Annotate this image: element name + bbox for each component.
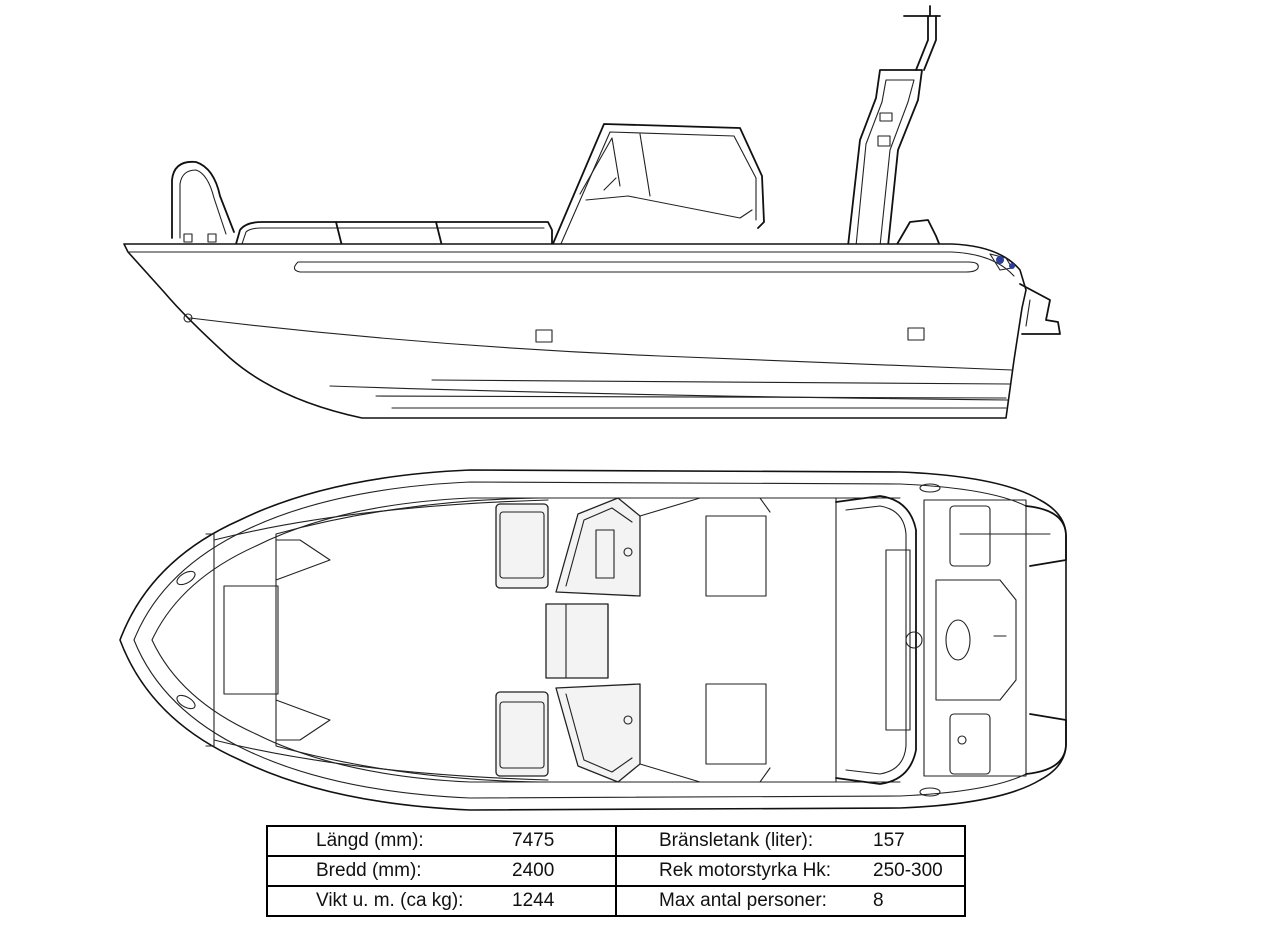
- spec-value: 250-300: [873, 860, 943, 881]
- spec-row: Bränsletank (liter): 157: [617, 827, 964, 855]
- spec-label: Max antal personer:: [659, 890, 827, 911]
- windshield: [552, 124, 764, 246]
- spec-label: Bränsletank (liter):: [659, 830, 814, 851]
- spec-value: 157: [873, 830, 905, 851]
- spec-label: Längd (mm):: [316, 830, 424, 851]
- spec-row: Max antal personer: 8: [617, 885, 964, 915]
- top-view: [120, 470, 1066, 810]
- spec-value: 2400: [512, 860, 555, 881]
- deck-hatch: [706, 684, 766, 764]
- bow-rail: [172, 162, 552, 246]
- stern-platform: [990, 254, 1060, 334]
- hull: [124, 244, 1026, 418]
- spec-row: Vikt u. m. (ca kg): 1244: [268, 885, 615, 915]
- stern-deck: [920, 484, 1066, 796]
- side-view: [124, 6, 1060, 418]
- spec-column-right: Bränsletank (liter): 157 Rek motorstyrka…: [617, 827, 964, 915]
- spec-label: Bredd (mm):: [316, 860, 422, 881]
- spec-label: Rek motorstyrka Hk:: [659, 860, 832, 881]
- cockpit-outline: [276, 498, 836, 782]
- bow-deck: [175, 500, 548, 780]
- spec-label: Vikt u. m. (ca kg):: [316, 890, 464, 911]
- deck-hatch: [706, 516, 766, 596]
- spec-value: 8: [873, 890, 884, 911]
- antenna-mast: [904, 6, 940, 70]
- spec-row: Längd (mm): 7475: [268, 827, 615, 855]
- spec-column-left: Längd (mm): 7475 Bredd (mm): 2400 Vikt u…: [268, 827, 617, 915]
- spec-row: Rek motorstyrka Hk: 250-300: [617, 855, 964, 885]
- spec-table: Längd (mm): 7475 Bredd (mm): 2400 Vikt u…: [266, 825, 966, 917]
- spec-value: 7475: [512, 830, 555, 851]
- spec-row: Bredd (mm): 2400: [268, 855, 615, 885]
- helm-seats: [496, 504, 608, 776]
- spec-value: 1244: [512, 890, 555, 911]
- radar-arch: [848, 70, 940, 246]
- radar-arch-top: [836, 496, 922, 784]
- console: [556, 498, 770, 782]
